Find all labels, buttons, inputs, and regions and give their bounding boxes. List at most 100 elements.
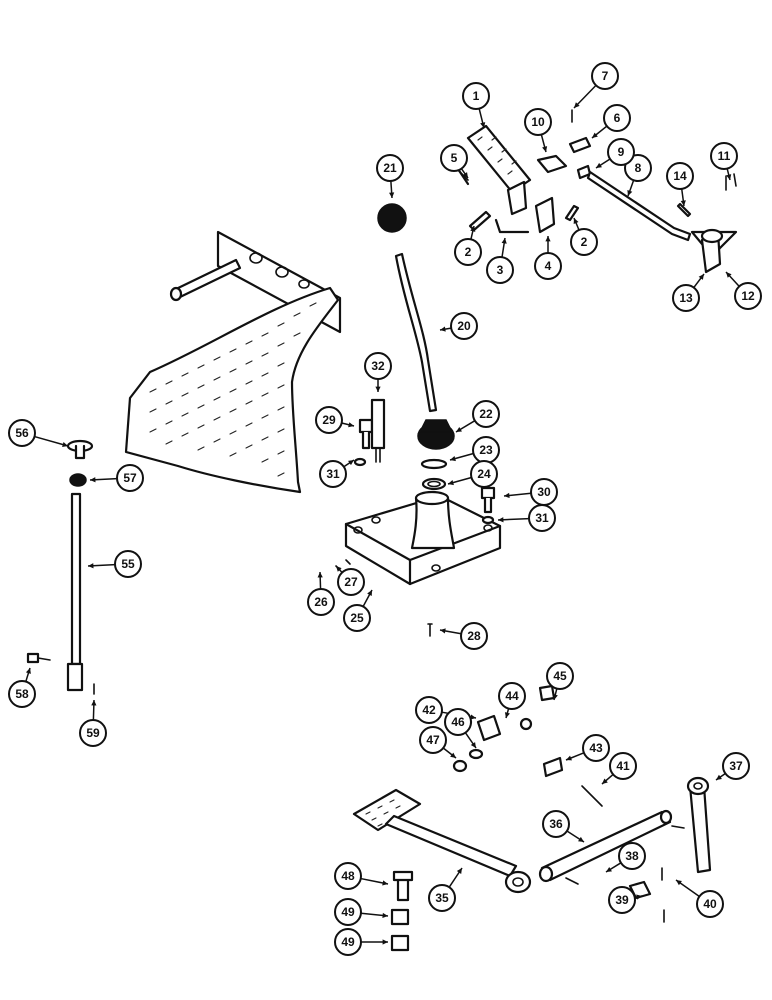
callout-circle — [319, 460, 347, 488]
leader-arrowhead — [462, 172, 468, 178]
callout-circle — [419, 726, 447, 754]
callout-number: 59 — [86, 726, 100, 740]
callout-number: 39 — [615, 893, 629, 907]
leader-arrowhead — [578, 836, 584, 842]
callout-number: 25 — [350, 611, 364, 625]
callout-8: 8 — [624, 154, 652, 197]
callout-number: 57 — [123, 471, 137, 485]
callout-number: 58 — [15, 687, 29, 701]
leader-arrowhead — [574, 102, 580, 108]
upper-linkage — [442, 109, 738, 274]
callout-number: 7 — [602, 69, 609, 83]
leader-arrowhead — [542, 146, 548, 152]
callout-circle — [444, 708, 472, 736]
leader-arrowhead — [602, 778, 608, 784]
callout-number: 45 — [553, 669, 567, 683]
callout-circle — [734, 282, 762, 310]
leader-arrowhead — [566, 755, 572, 761]
leader-arrowhead — [726, 174, 732, 180]
callout-circle — [546, 662, 574, 690]
callout-1: 1 — [462, 82, 490, 129]
callout-number: 44 — [505, 689, 519, 703]
leader-arrowhead — [592, 132, 598, 138]
callout-number: 27 — [344, 575, 358, 589]
callout-number: 9 — [618, 145, 625, 159]
callout-circle — [343, 604, 371, 632]
shift-lever — [377, 203, 455, 491]
callout-circle — [609, 752, 637, 780]
callout-23: 23 — [449, 436, 500, 464]
callout-36: 36 — [542, 810, 585, 843]
callout-circle — [376, 154, 404, 182]
callout-number: 10 — [531, 115, 545, 129]
callout-number: 24 — [477, 467, 491, 481]
leader-arrowhead — [698, 274, 704, 280]
leader-arrowhead — [552, 694, 558, 700]
leader-arrowhead — [573, 218, 579, 224]
callout-number: 2 — [581, 235, 588, 249]
callout-circle — [672, 284, 700, 312]
callout-circle — [534, 252, 562, 280]
callout-circle — [460, 622, 488, 650]
callout-31: 31 — [319, 459, 355, 488]
leader-arrowhead — [716, 774, 722, 780]
leader-arrowhead — [480, 122, 486, 128]
callout-45: 45 — [546, 662, 574, 701]
leader-arrowhead — [336, 566, 342, 572]
callout-circle — [607, 138, 635, 166]
callout-circle — [454, 238, 482, 266]
callout-number: 46 — [451, 715, 465, 729]
callout-number: 32 — [371, 359, 385, 373]
callout-5: 5 — [440, 144, 469, 179]
callout-circle — [114, 550, 142, 578]
leader-arrowhead — [676, 880, 682, 886]
callout-41: 41 — [601, 752, 637, 785]
callout-10: 10 — [524, 108, 552, 153]
callout-circle — [8, 419, 36, 447]
callout-circle — [337, 568, 365, 596]
callout-number: 26 — [314, 595, 328, 609]
leader-arrowhead — [25, 668, 31, 674]
callout-47: 47 — [419, 726, 457, 759]
callout-number: 37 — [729, 759, 743, 773]
callout-44: 44 — [498, 682, 526, 719]
leader-arrowhead — [470, 714, 476, 720]
callout-number: 2 — [465, 245, 472, 259]
callout-24: 24 — [447, 460, 498, 488]
callout-number: 3 — [497, 263, 504, 277]
callout-number: 13 — [679, 291, 693, 305]
callout-number: 31 — [535, 511, 549, 525]
callout-circle — [603, 104, 631, 132]
callout-7: 7 — [573, 62, 619, 109]
callout-circle — [472, 400, 500, 428]
callout-number: 23 — [479, 443, 493, 457]
callout-circle — [624, 154, 652, 182]
callout-circle — [450, 312, 478, 340]
callout-57: 57 — [89, 464, 144, 492]
callout-circle — [582, 734, 610, 762]
leader-arrowhead — [606, 866, 612, 872]
leader-arrowhead — [448, 480, 454, 486]
callout-31: 31 — [497, 504, 556, 532]
callout-40: 40 — [675, 879, 724, 918]
leader-arrowhead — [382, 939, 388, 945]
callout-circle — [315, 406, 343, 434]
callout-number: 49 — [341, 935, 355, 949]
leader-arrowhead — [627, 190, 633, 196]
callout-number: 47 — [426, 733, 440, 747]
leader-arrowhead — [389, 192, 395, 198]
callout-number: 1 — [473, 89, 480, 103]
leader-arrowhead — [382, 880, 388, 886]
callout-number: 40 — [703, 897, 717, 911]
callout-number: 12 — [741, 289, 755, 303]
callout-number: 35 — [435, 891, 449, 905]
callout-number: 48 — [341, 869, 355, 883]
callout-48: 48 — [334, 862, 389, 890]
base-hardware — [335, 398, 496, 637]
callout-circle — [79, 719, 107, 747]
callout-number: 29 — [322, 413, 336, 427]
callout-13: 13 — [672, 273, 705, 312]
callout-number: 20 — [457, 319, 471, 333]
callout-3: 3 — [486, 237, 514, 284]
callout-circle — [428, 884, 456, 912]
